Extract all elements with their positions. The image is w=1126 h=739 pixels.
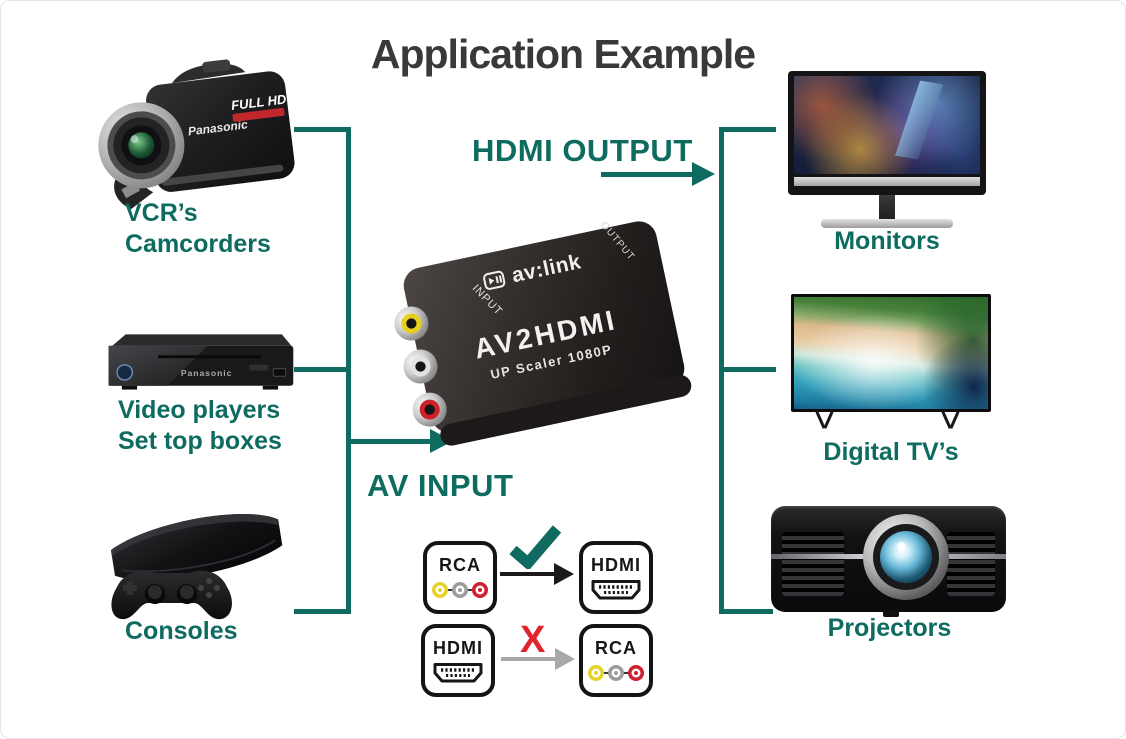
hdmi-connector-icon <box>591 579 641 599</box>
connector-line-console <box>294 609 346 614</box>
bluray-logo-icon <box>116 364 134 381</box>
controller-image <box>111 570 232 620</box>
av-input-arrow-line <box>348 439 433 444</box>
label-line: Camcorders <box>125 229 271 258</box>
label-video-players: Video players Set top boxes <box>118 395 282 456</box>
hdmi-output-arrow-line <box>601 172 693 177</box>
monitor-stand-neck <box>879 195 895 220</box>
compat-box-hdmi-target: HDMI <box>579 541 653 614</box>
projector-lens-icon <box>863 514 949 600</box>
converter-brand-text: av:link <box>509 250 584 288</box>
monitor-image <box>788 71 986 195</box>
x-icon: X <box>520 619 546 661</box>
compat-arrow-head-icon <box>554 563 574 585</box>
label-consoles: Consoles <box>125 616 238 647</box>
compat-box-rca-source: RCA <box>423 541 497 614</box>
av2hdmi-converter-image: av:link AV2HDMI UP Scaler 1080P OUTPUT I… <box>391 218 688 456</box>
checkmark-icon <box>509 525 562 569</box>
rca-label: RCA <box>595 637 637 658</box>
rca-connector-icon <box>432 581 488 598</box>
monitor-stand-base <box>821 219 953 228</box>
hdmi-label: HDMI <box>433 637 483 658</box>
video-player-image: Panasonic <box>108 334 294 390</box>
tv-leg <box>815 411 826 429</box>
camcorder-image: Panasonic FULL HD <box>98 59 295 210</box>
player-brand-text: Panasonic <box>181 368 232 378</box>
label-projectors: Projectors <box>773 613 1006 644</box>
label-line: Monitors <box>834 227 940 255</box>
av-input-label: AV INPUT <box>367 468 514 503</box>
tv-leg <box>941 411 952 429</box>
compat-arrow-head-icon <box>555 648 575 670</box>
projector-image <box>771 506 1006 617</box>
rca-jack-red-icon <box>409 389 450 430</box>
monitor-screen-skyscraper <box>895 80 944 160</box>
compat-arrow-line <box>500 572 554 576</box>
compat-arrow-line <box>501 657 555 661</box>
projector-lens-glass <box>880 531 932 583</box>
camcorder-badge-text: FULL HD <box>230 91 287 113</box>
connector-line-tv <box>719 367 776 372</box>
label-line: Projectors <box>827 614 952 642</box>
projector-foot <box>883 610 899 617</box>
hdmi-connector-icon <box>433 662 483 682</box>
console-image <box>110 514 283 620</box>
label-line: VCR’s <box>125 199 198 227</box>
projector-lens-glare <box>897 542 906 551</box>
connector-line-player <box>294 367 346 372</box>
projector-vent <box>947 532 995 596</box>
label-digital-tvs: Digital TV’s <box>791 437 991 468</box>
label-line: Video players <box>118 396 281 424</box>
digital-tv-image <box>791 294 991 412</box>
converter-body: av:link AV2HDMI UP Scaler 1080P OUTPUT I… <box>391 218 688 436</box>
hdmi-output-label: HDMI OUTPUT <box>472 133 693 168</box>
play-pause-logo-icon <box>483 270 506 290</box>
connector-line-projector <box>719 609 773 614</box>
connector-line-left-vertical <box>346 127 351 614</box>
hdmi-output-arrow-head-icon <box>692 162 715 186</box>
rca-label: RCA <box>439 554 481 575</box>
label-line: Digital TV’s <box>823 438 959 466</box>
rca-jack-yellow-icon <box>391 303 432 344</box>
label-vcrs-camcorders: VCR’s Camcorders <box>125 198 271 259</box>
label-monitors: Monitors <box>788 226 986 257</box>
connector-line-camcorder <box>294 127 348 132</box>
connector-line-monitor <box>719 127 776 132</box>
monitor-screen <box>794 76 980 174</box>
label-line: Consoles <box>125 617 238 645</box>
tv-screen <box>794 297 988 409</box>
page-title: Application Example <box>370 31 756 77</box>
rca-connector-icon <box>588 664 644 681</box>
compat-box-rca-target: RCA <box>579 624 653 697</box>
compat-box-hdmi-source: HDMI <box>421 624 495 697</box>
label-line: Set top boxes <box>118 426 282 455</box>
hdmi-label: HDMI <box>591 554 641 575</box>
projector-vent <box>782 532 844 596</box>
monitor-bottom-bezel <box>794 177 980 186</box>
converter-logo-row: av:link <box>404 234 661 311</box>
